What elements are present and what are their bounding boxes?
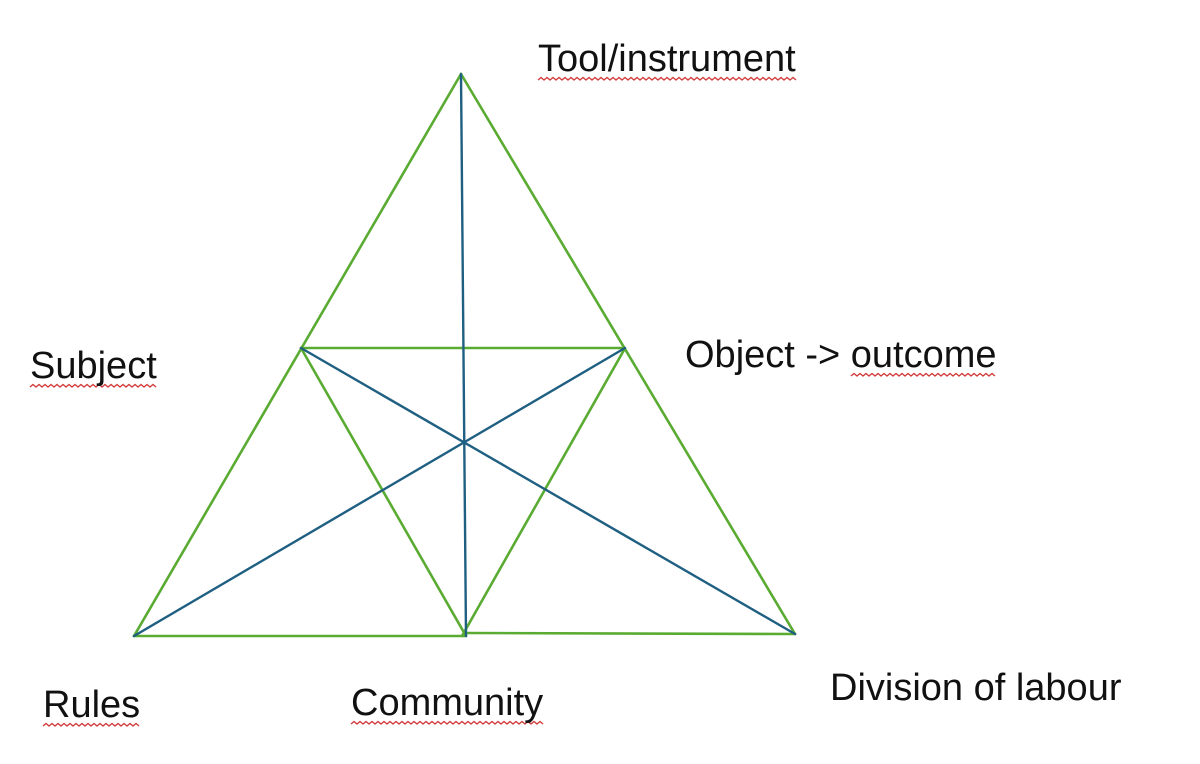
label-object-outcome: Object -> outcome <box>685 334 997 376</box>
label-tool-instrument: Tool/instrument <box>538 38 796 80</box>
inner-connection-lines <box>132 72 797 638</box>
label-rules: Rules <box>43 684 140 726</box>
line-tool-community <box>459 72 468 638</box>
edge-top-left <box>132 72 463 638</box>
inner-right-diagonal <box>460 348 626 638</box>
inner-left-diagonal <box>299 346 468 638</box>
line-subject-division <box>299 346 797 636</box>
spellcheck-squiggle <box>42 722 140 727</box>
spellcheck-underlines <box>29 76 996 727</box>
spellcheck-squiggle <box>850 372 996 377</box>
label-division-of-labour: Division of labour <box>830 667 1122 709</box>
label-subject: Subject <box>30 345 157 387</box>
edge-bottom-right <box>464 631 797 636</box>
spellcheck-squiggle <box>350 720 544 725</box>
edge-top-right <box>459 72 797 636</box>
outer-triangle-lines <box>132 72 797 638</box>
label-community: Community <box>351 682 543 724</box>
spellcheck-squiggle <box>29 383 157 388</box>
line-object-rules <box>132 346 627 638</box>
spellcheck-squiggle <box>537 76 797 81</box>
